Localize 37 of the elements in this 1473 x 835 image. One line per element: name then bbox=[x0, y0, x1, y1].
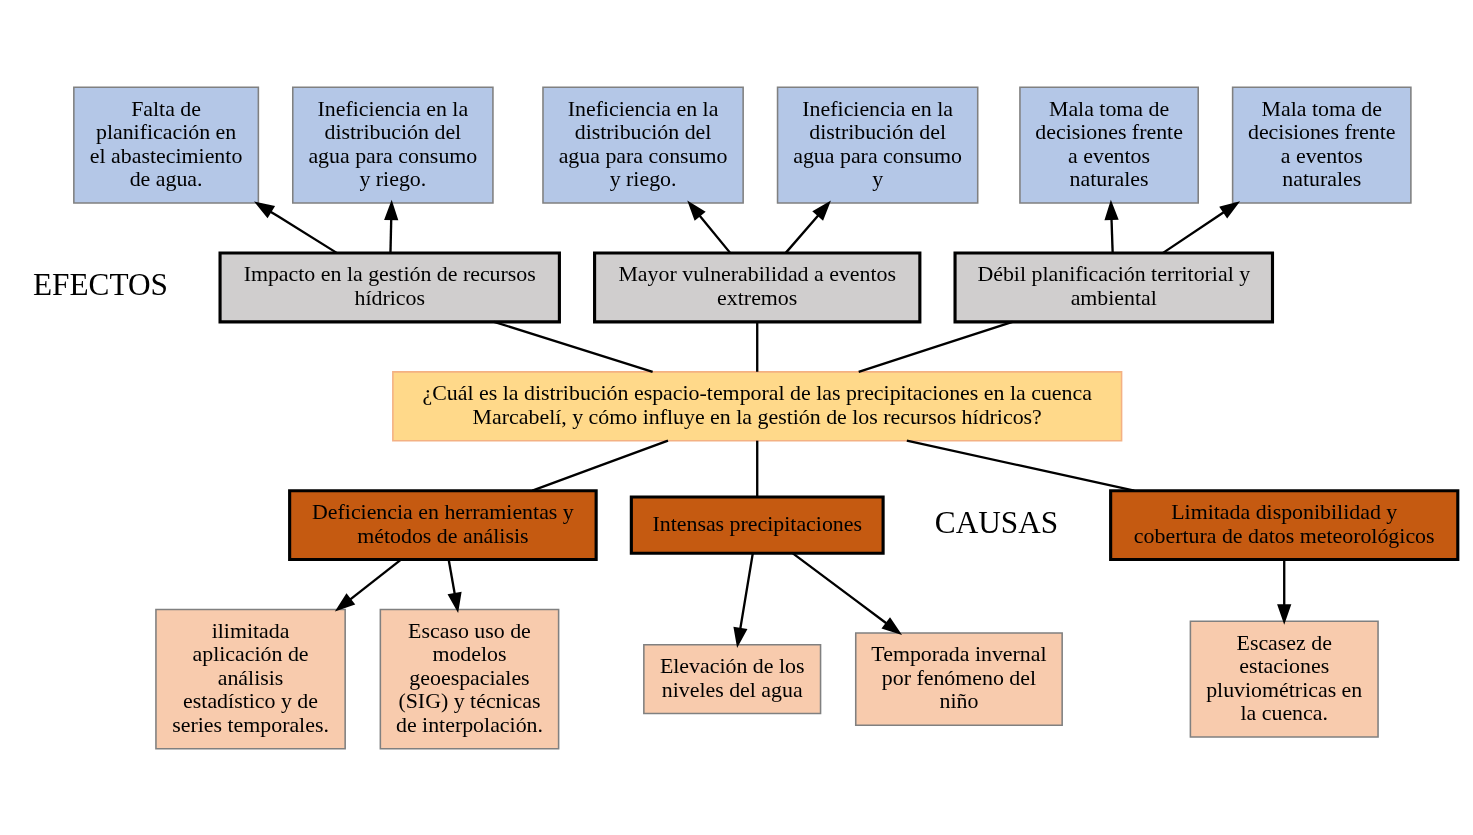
arrow bbox=[687, 200, 732, 254]
node-box: Temporada invernal por fenómeno del niño bbox=[854, 631, 1063, 726]
arrow bbox=[1104, 199, 1119, 253]
connector bbox=[493, 320, 653, 373]
label: CAUSAS bbox=[934, 504, 1059, 540]
node-box: Deficiencia en herramientas y métodos de análisis bbox=[288, 488, 598, 561]
node-box: Escaso uso de modelos geoespaciales (SIG) y técnicas de interpolación. bbox=[379, 608, 560, 749]
node-box: Ineficiencia en la distribución del agua para consumo y bbox=[776, 86, 979, 204]
node-box: ilimitada aplicación de análisis estadístico y de series temporales. bbox=[155, 608, 346, 749]
node-box: Mala toma de decisiones frente a eventos naturales bbox=[1019, 86, 1199, 204]
node-box: Débil planificación territorial y ambiental bbox=[953, 250, 1275, 323]
arrow bbox=[447, 559, 462, 613]
node-box: Impacto en la gestión de recursos hídricos bbox=[218, 250, 561, 323]
arrow bbox=[1162, 200, 1241, 254]
arrow bbox=[384, 199, 399, 253]
arrow bbox=[334, 558, 402, 611]
node-box: Ineficiencia en la distribución del agua para consumo y riego. bbox=[542, 86, 744, 204]
arrow bbox=[784, 200, 831, 254]
connector bbox=[756, 321, 759, 372]
arrow bbox=[792, 551, 903, 635]
node-box: Intensas precipitaciones bbox=[629, 494, 885, 555]
node-box: Falta de planificación en el abastecimiento de agua. bbox=[73, 86, 260, 204]
node-box: Mala toma de decisiones frente a eventos naturales bbox=[1231, 86, 1412, 204]
arrow bbox=[1277, 559, 1292, 625]
label: EFECTOS bbox=[32, 266, 168, 302]
node-box: Ineficiencia en la distribución del agua para consumo y riego. bbox=[292, 86, 494, 204]
node-box: Elevación de los niveles del agua bbox=[643, 643, 822, 714]
arrow bbox=[733, 552, 754, 648]
node-box: Mayor vulnerabilidad a eventos extremos bbox=[593, 250, 922, 323]
arrow bbox=[254, 200, 338, 254]
node-box: ¿Cuál es la distribución espacio-temporal de las precipitaciones en la cuenca Marcabelí, y cómo influye en la gestión de los recursos hídricos? bbox=[392, 370, 1123, 441]
connector bbox=[756, 440, 759, 496]
node-box: Limitada disponibilidad y cobertura de datos meteorológicos bbox=[1109, 488, 1460, 561]
connector bbox=[531, 439, 669, 492]
connector bbox=[906, 439, 1135, 492]
connector bbox=[858, 320, 1013, 373]
node-box: Escasez de estaciones pluviométricas en la cuenca. bbox=[1189, 620, 1379, 738]
